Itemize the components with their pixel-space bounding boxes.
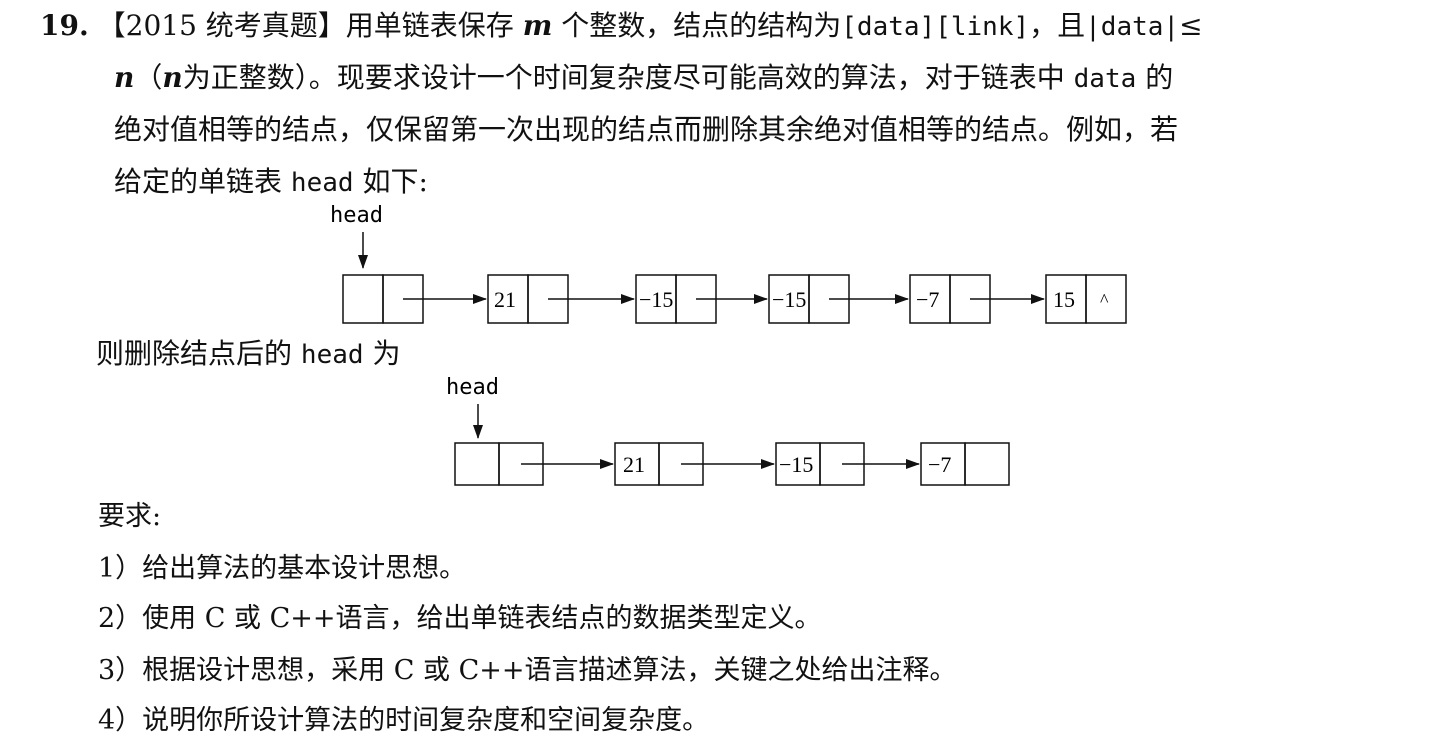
node-value: 15: [1053, 287, 1075, 312]
question-text: 用单链表保存: [345, 9, 514, 42]
code-head: head: [300, 340, 364, 370]
question-text: 如下:: [362, 165, 428, 198]
after-delete-line: 则删除结点后的 head 为: [96, 336, 400, 373]
question-line-4: 给定的单链表 head 如下:: [114, 164, 428, 201]
after-text: 则删除结点后的: [96, 337, 293, 370]
question-text: 个整数，结点的结构为: [561, 9, 842, 42]
var-n: n: [162, 61, 183, 94]
requirement-item: 3）根据设计思想，采用 C 或 C++语言描述算法，关键之处给出注释。: [98, 655, 957, 686]
question-text: 给定的单链表: [114, 165, 283, 198]
node-link-box: [964, 442, 1010, 486]
code-absdata: |data|: [1085, 12, 1180, 42]
node-value: 21: [623, 452, 645, 477]
question-text: 绝对值相等的结点，仅保留第一次出现的结点而删除其余绝对值相等的结点。例如，若: [114, 113, 1179, 146]
node-value: −7: [928, 452, 951, 477]
null-mark: ^: [1100, 290, 1109, 310]
question-text: ，且: [1029, 9, 1086, 42]
head-node-data: [342, 274, 384, 324]
code-data: data: [1073, 64, 1137, 94]
var-m: m: [522, 9, 553, 42]
node-link-box: [1085, 274, 1127, 324]
question-text: （: [134, 61, 163, 94]
node-value: 21: [494, 287, 516, 312]
node-value: −15: [772, 287, 806, 312]
question-text: 的: [1145, 61, 1174, 94]
question-tag: 【2015 统考真题】: [97, 9, 346, 42]
linked-list-before: head 21 −15 −15 −7 15 ^: [330, 203, 1127, 324]
node-value: −7: [916, 287, 939, 312]
question-line-3: 绝对值相等的结点，仅保留第一次出现的结点而删除其余绝对值相等的结点。例如，若: [114, 112, 1178, 148]
requirements-title: 要求:: [98, 501, 162, 532]
code-struct: [data][link]: [841, 12, 1030, 42]
question-line-1: 19. 【2015 统考真题】用单链表保存 m 个整数，结点的结构为[data]…: [40, 8, 1203, 45]
node-value: −15: [779, 452, 813, 477]
node-value: −15: [639, 287, 673, 312]
question-number: 19.: [40, 9, 89, 42]
head-label: head: [446, 375, 499, 400]
code-head: head: [290, 168, 354, 198]
question-text: 为正整数）。现要求设计一个时间复杂度尽可能高效的算法，对于链表中: [182, 61, 1065, 94]
requirement-item: 4）说明你所设计算法的时间复杂度和空间复杂度。: [98, 705, 710, 736]
head-label: head: [330, 203, 383, 228]
head-node-data: [454, 442, 500, 486]
var-n: n: [114, 61, 135, 94]
leq-symbol: ≤: [1179, 9, 1203, 42]
linked-list-after: head 21 −15 −7: [446, 375, 1010, 486]
after-text: 为: [372, 337, 401, 370]
question-line-2: n（n为正整数）。现要求设计一个时间复杂度尽可能高效的算法，对于链表中 data…: [114, 60, 1173, 97]
requirement-item: 2）使用 C 或 C++语言，给出单链表结点的数据类型定义。: [98, 603, 822, 634]
requirement-item: 1）给出算法的基本设计思想。: [98, 553, 467, 584]
